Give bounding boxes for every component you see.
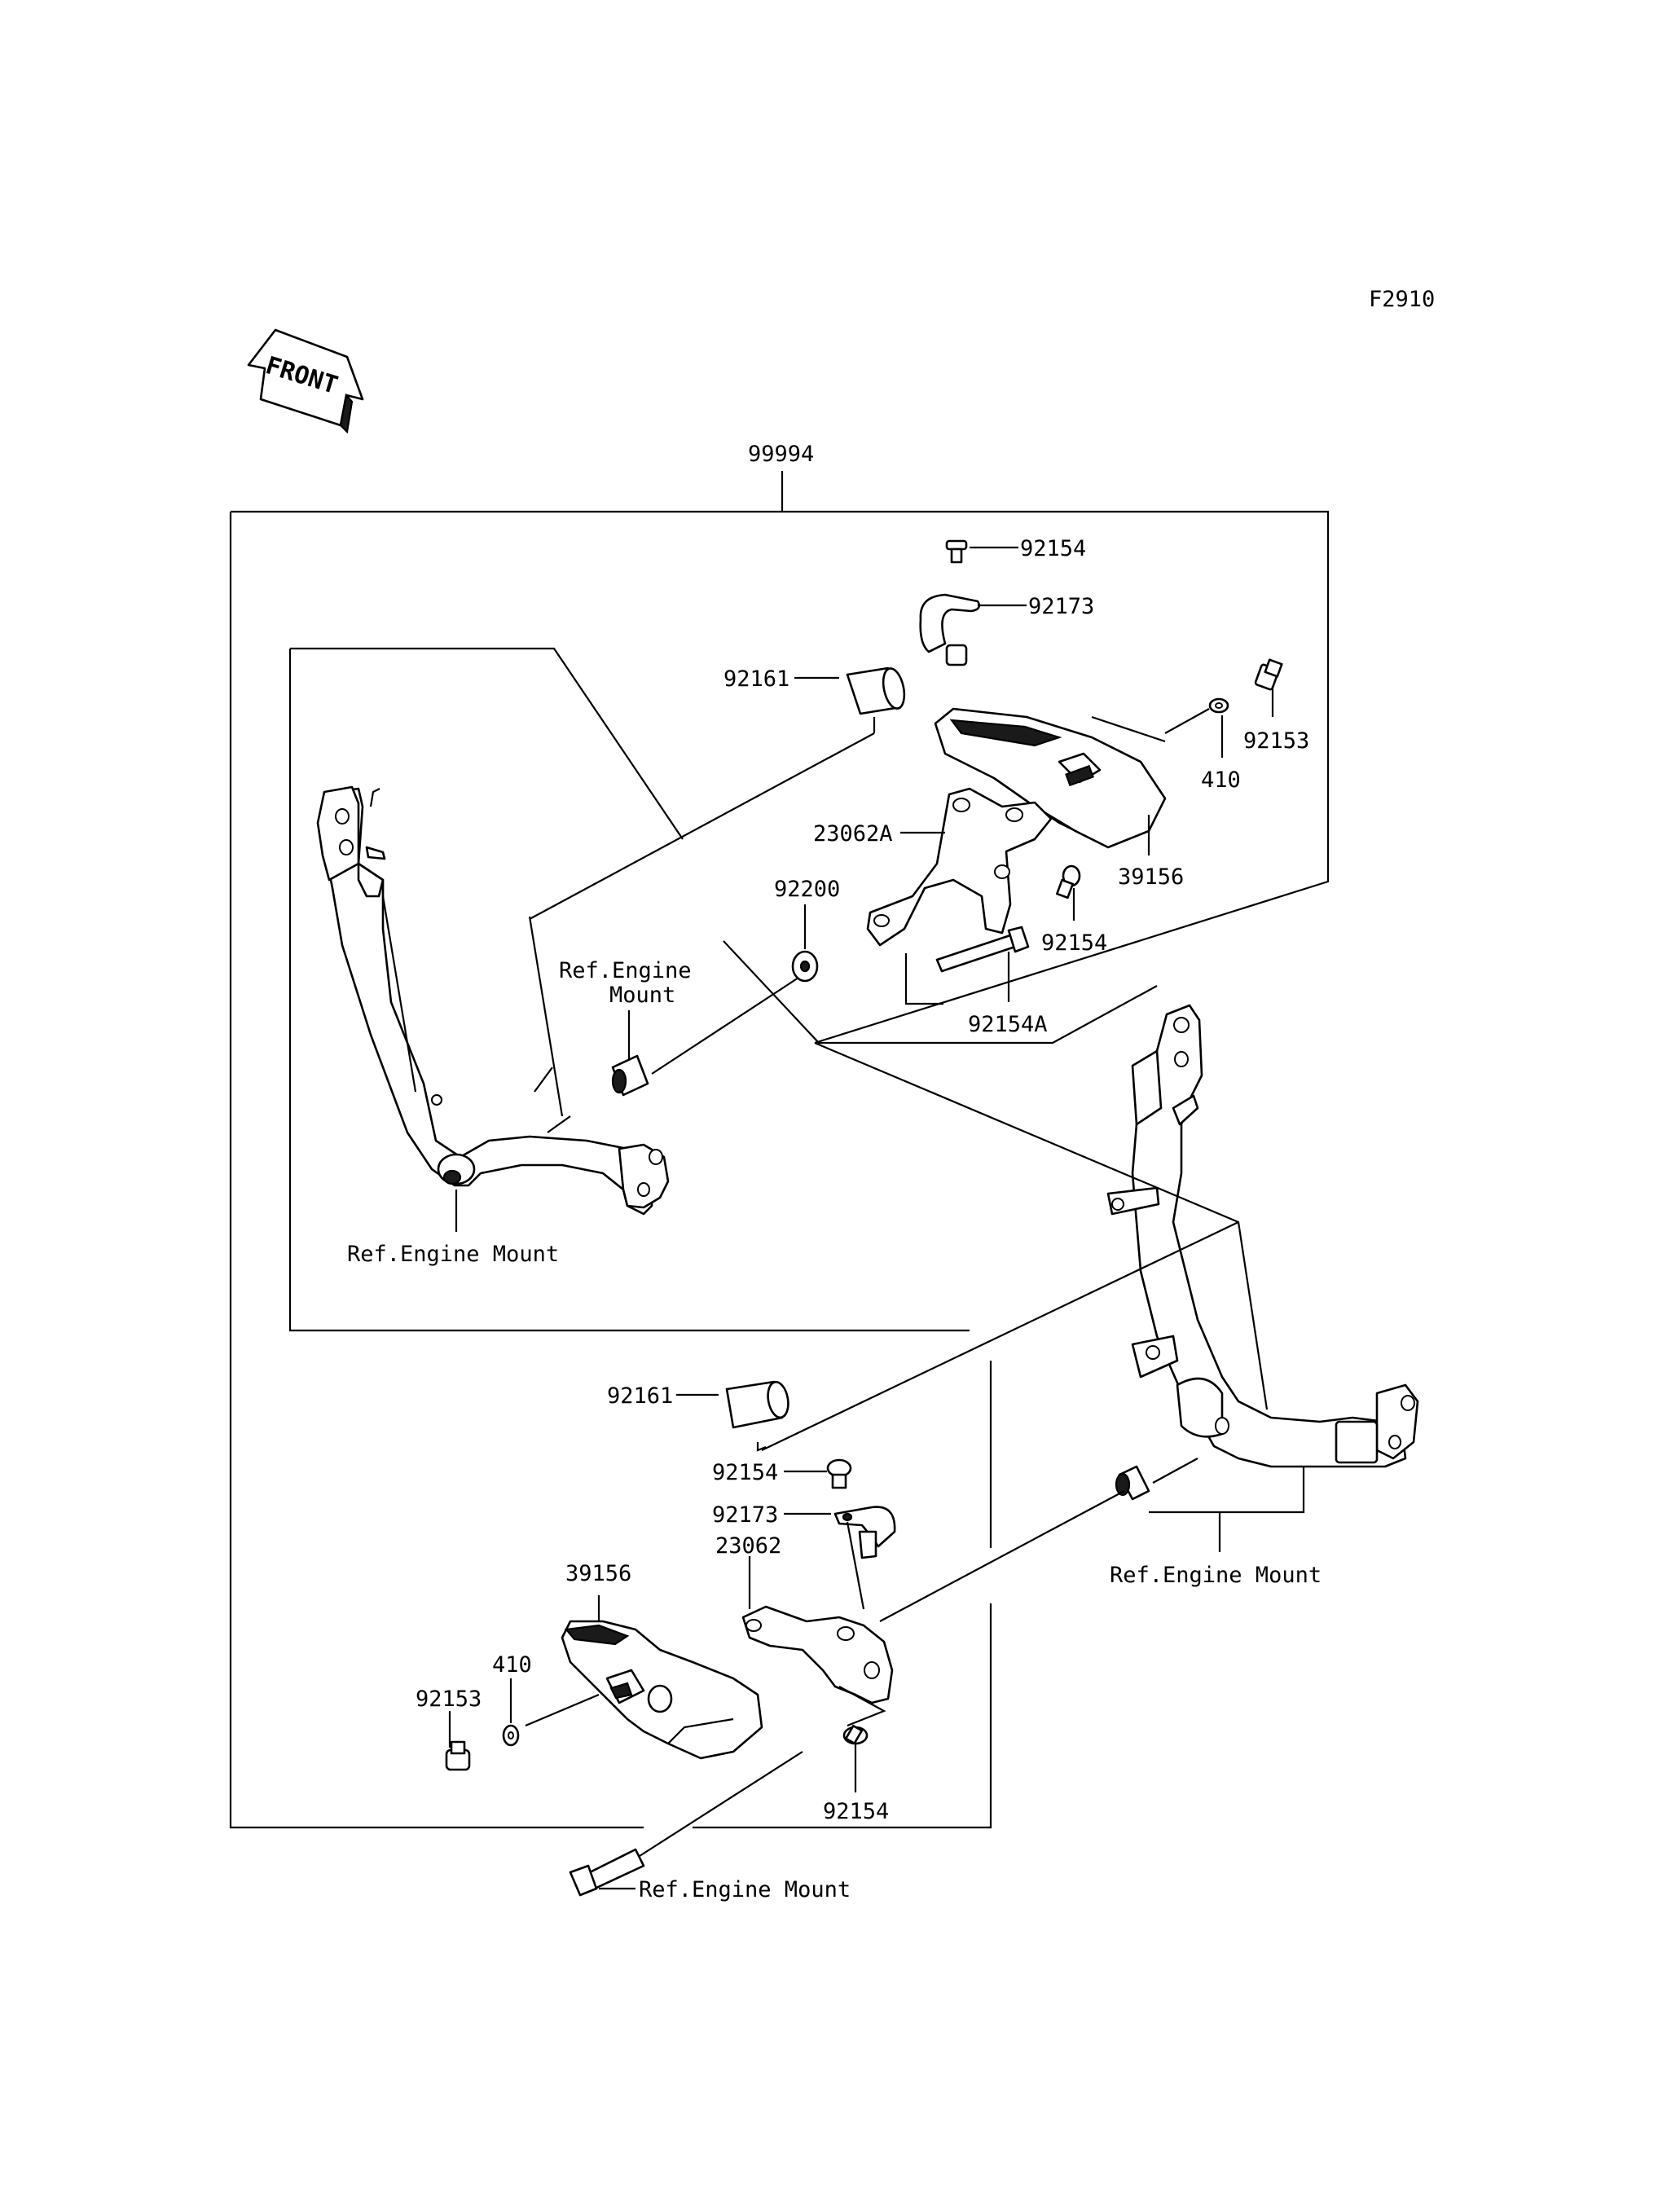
bolt-92153-lower xyxy=(445,1740,471,1771)
label-92154-lower: 92154 xyxy=(1041,930,1107,956)
label-410-upper: 410 xyxy=(1201,767,1241,793)
clamp-92173-lower xyxy=(833,1506,896,1559)
label-ref-engine-right: Ref.Engine Mount xyxy=(1110,1563,1322,1588)
engine-guard-right xyxy=(1106,1004,1419,1468)
collar-92161-upper xyxy=(846,666,906,715)
left-assembly-frame xyxy=(288,647,970,1332)
label-ref-engine-left: Ref.Engine Mount xyxy=(347,1242,559,1267)
label-ref-engine-bottom: Ref.Engine Mount xyxy=(639,1877,851,1902)
frame-slider-39156-lower xyxy=(561,1620,763,1760)
figure-code: F2910 xyxy=(1369,287,1435,312)
label-39156-lower: 39156 xyxy=(565,1561,631,1586)
label-ref-engine-upper-line2: Mount xyxy=(609,983,675,1008)
spacer-92200 xyxy=(791,950,819,983)
label-92154-lower-bottom: 92154 xyxy=(823,1799,889,1824)
label-92200: 92200 xyxy=(774,877,840,902)
bracket-23062 xyxy=(741,1605,894,1704)
washer-410-lower xyxy=(502,1724,520,1747)
assembly-frame xyxy=(229,510,1330,1829)
label-39156-upper: 39156 xyxy=(1118,864,1184,890)
bolt-92153-upper xyxy=(1254,658,1283,691)
bolt-92154-lower-bottom xyxy=(842,1724,869,1745)
assembly-label: 99994 xyxy=(748,442,814,467)
label-92153-upper: 92153 xyxy=(1243,728,1309,754)
washer-410-upper xyxy=(1208,697,1229,714)
label-92154-lower-top: 92154 xyxy=(712,1460,778,1485)
label-92154A: 92154A xyxy=(968,1012,1048,1037)
front-arrow-icon: FRONT xyxy=(247,328,364,434)
label-92161-upper: 92161 xyxy=(723,666,789,692)
label-92161-lower: 92161 xyxy=(607,1383,673,1409)
label-23062: 23062 xyxy=(715,1533,781,1559)
bolt-92154-top xyxy=(945,539,968,564)
label-23062A: 23062A xyxy=(813,821,893,847)
label-92154-top: 92154 xyxy=(1020,536,1086,561)
collar-92161-lower xyxy=(725,1380,789,1429)
label-92173: 92173 xyxy=(1028,594,1094,619)
label-ref-engine-upper-line1: Ref.Engine xyxy=(559,958,692,983)
bolt-engine-mount-bottom xyxy=(569,1848,645,1897)
clamp-92173 xyxy=(919,593,981,666)
label-92173-lower: 92173 xyxy=(712,1502,778,1528)
label-92153-lower: 92153 xyxy=(416,1687,482,1712)
rubber-mount-lower xyxy=(1115,1465,1150,1501)
engine-guard-left xyxy=(316,785,670,1216)
bolt-92154-lower-top xyxy=(826,1458,852,1489)
bolt-92154A xyxy=(935,926,1030,973)
rubber-mount-upper xyxy=(611,1054,649,1097)
bracket-23062A xyxy=(866,787,1053,947)
label-410-lower: 410 xyxy=(492,1652,532,1678)
bolt-92154-lower xyxy=(1056,864,1081,899)
